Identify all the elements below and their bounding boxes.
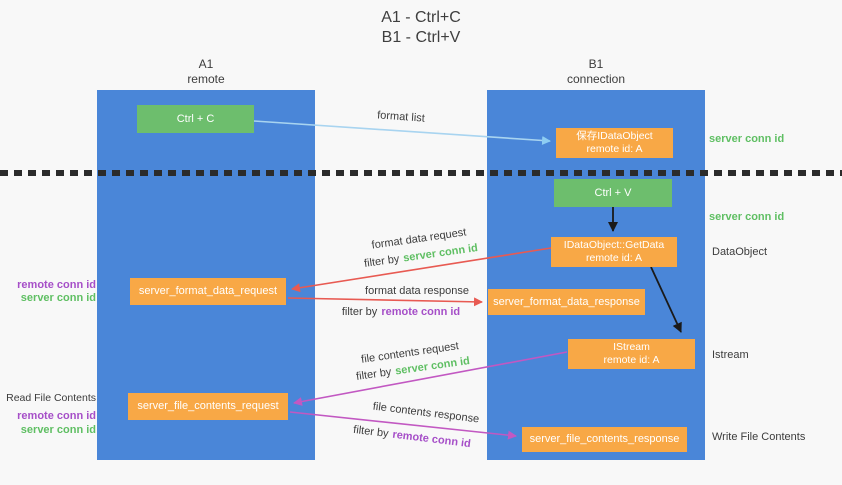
filter-by-prefix: filter by [355, 366, 393, 383]
server-conn-id-top-label: server conn id [709, 133, 785, 145]
file-contents-response-label: file contents response [372, 400, 480, 426]
getdata-line2: remote id: A [585, 252, 643, 264]
ctrl-c-node: Ctrl + C [137, 105, 254, 133]
ctrl-v-node: Ctrl + V [554, 179, 672, 207]
server-format-data-response-label: server_format_data_response [493, 295, 640, 308]
format-list-label: format list [376, 109, 426, 125]
filter-by-prefix: filter by [341, 306, 378, 318]
format-data-response-arrow [287, 297, 483, 307]
remote-conn-id-key: remote conn id [381, 306, 461, 318]
server-file-contents-request-label: server_file_contents_request [137, 400, 279, 412]
server-file-contents-request-node: server_file_contents_request [128, 393, 288, 420]
getdata-line1: IDataObject::GetData [563, 239, 665, 251]
right-column-header: B1 connection [526, 57, 666, 87]
right-column-id: B1 [588, 57, 604, 71]
istream-node: IStream remote id: A [568, 339, 695, 369]
remote-conn-id-lower-label: remote conn id [17, 410, 96, 422]
save-dataobject-line1: 保存IDataObject [576, 130, 653, 142]
server-conn-id-mid-label: server conn id [709, 211, 785, 223]
write-file-contents-label: Write File Contents [712, 431, 806, 443]
left-column-header: A1 remote [136, 57, 276, 87]
ctrl-v-label: Ctrl + V [594, 186, 632, 199]
server-format-data-request-node: server_format_data_request [130, 278, 286, 305]
title-line-ctrl-c: A1 - Ctrl+C [381, 9, 461, 26]
right-column-role: connection [566, 72, 626, 86]
server-file-contents-response-label: server_file_contents_response [529, 433, 680, 445]
filter-by-prefix: filter by [352, 423, 390, 441]
server-format-data-response-node: server_format_data_response [488, 289, 645, 315]
server-format-data-request-label: server_format_data_request [138, 285, 278, 297]
ctrl-c-label: Ctrl + C [176, 112, 215, 125]
server-conn-id-upper-label: server conn id [20, 292, 96, 304]
getdata-node: IDataObject::GetData remote id: A [551, 237, 677, 267]
istream-side-label: Istream [712, 349, 749, 361]
server-file-contents-response-node: server_file_contents_response [522, 427, 687, 452]
save-dataobject-line2: remote id: A [586, 143, 643, 155]
istream-line1: IStream [613, 341, 650, 353]
server-conn-id-lower-label: server conn id [20, 424, 96, 436]
istream-line2: remote id: A [603, 354, 660, 366]
format-data-response-label: format data response [365, 285, 469, 297]
left-column-id: A1 [198, 57, 214, 71]
filter-by-prefix: filter by [363, 253, 401, 270]
remote-conn-id-upper-label: remote conn id [17, 279, 96, 291]
dataobject-label: DataObject [712, 246, 768, 258]
left-column-role: remote [187, 72, 225, 86]
read-file-contents-label: Read File Contents [6, 392, 96, 404]
title-line-ctrl-v: B1 - Ctrl+V [381, 29, 461, 46]
remote-conn-id-key: remote conn id [391, 428, 472, 451]
dashed-separator-line [0, 170, 842, 176]
save-dataobject-node: 保存IDataObject remote id: A [556, 128, 673, 158]
diagram-title: A1 - Ctrl+C B1 - Ctrl+V [0, 8, 842, 48]
